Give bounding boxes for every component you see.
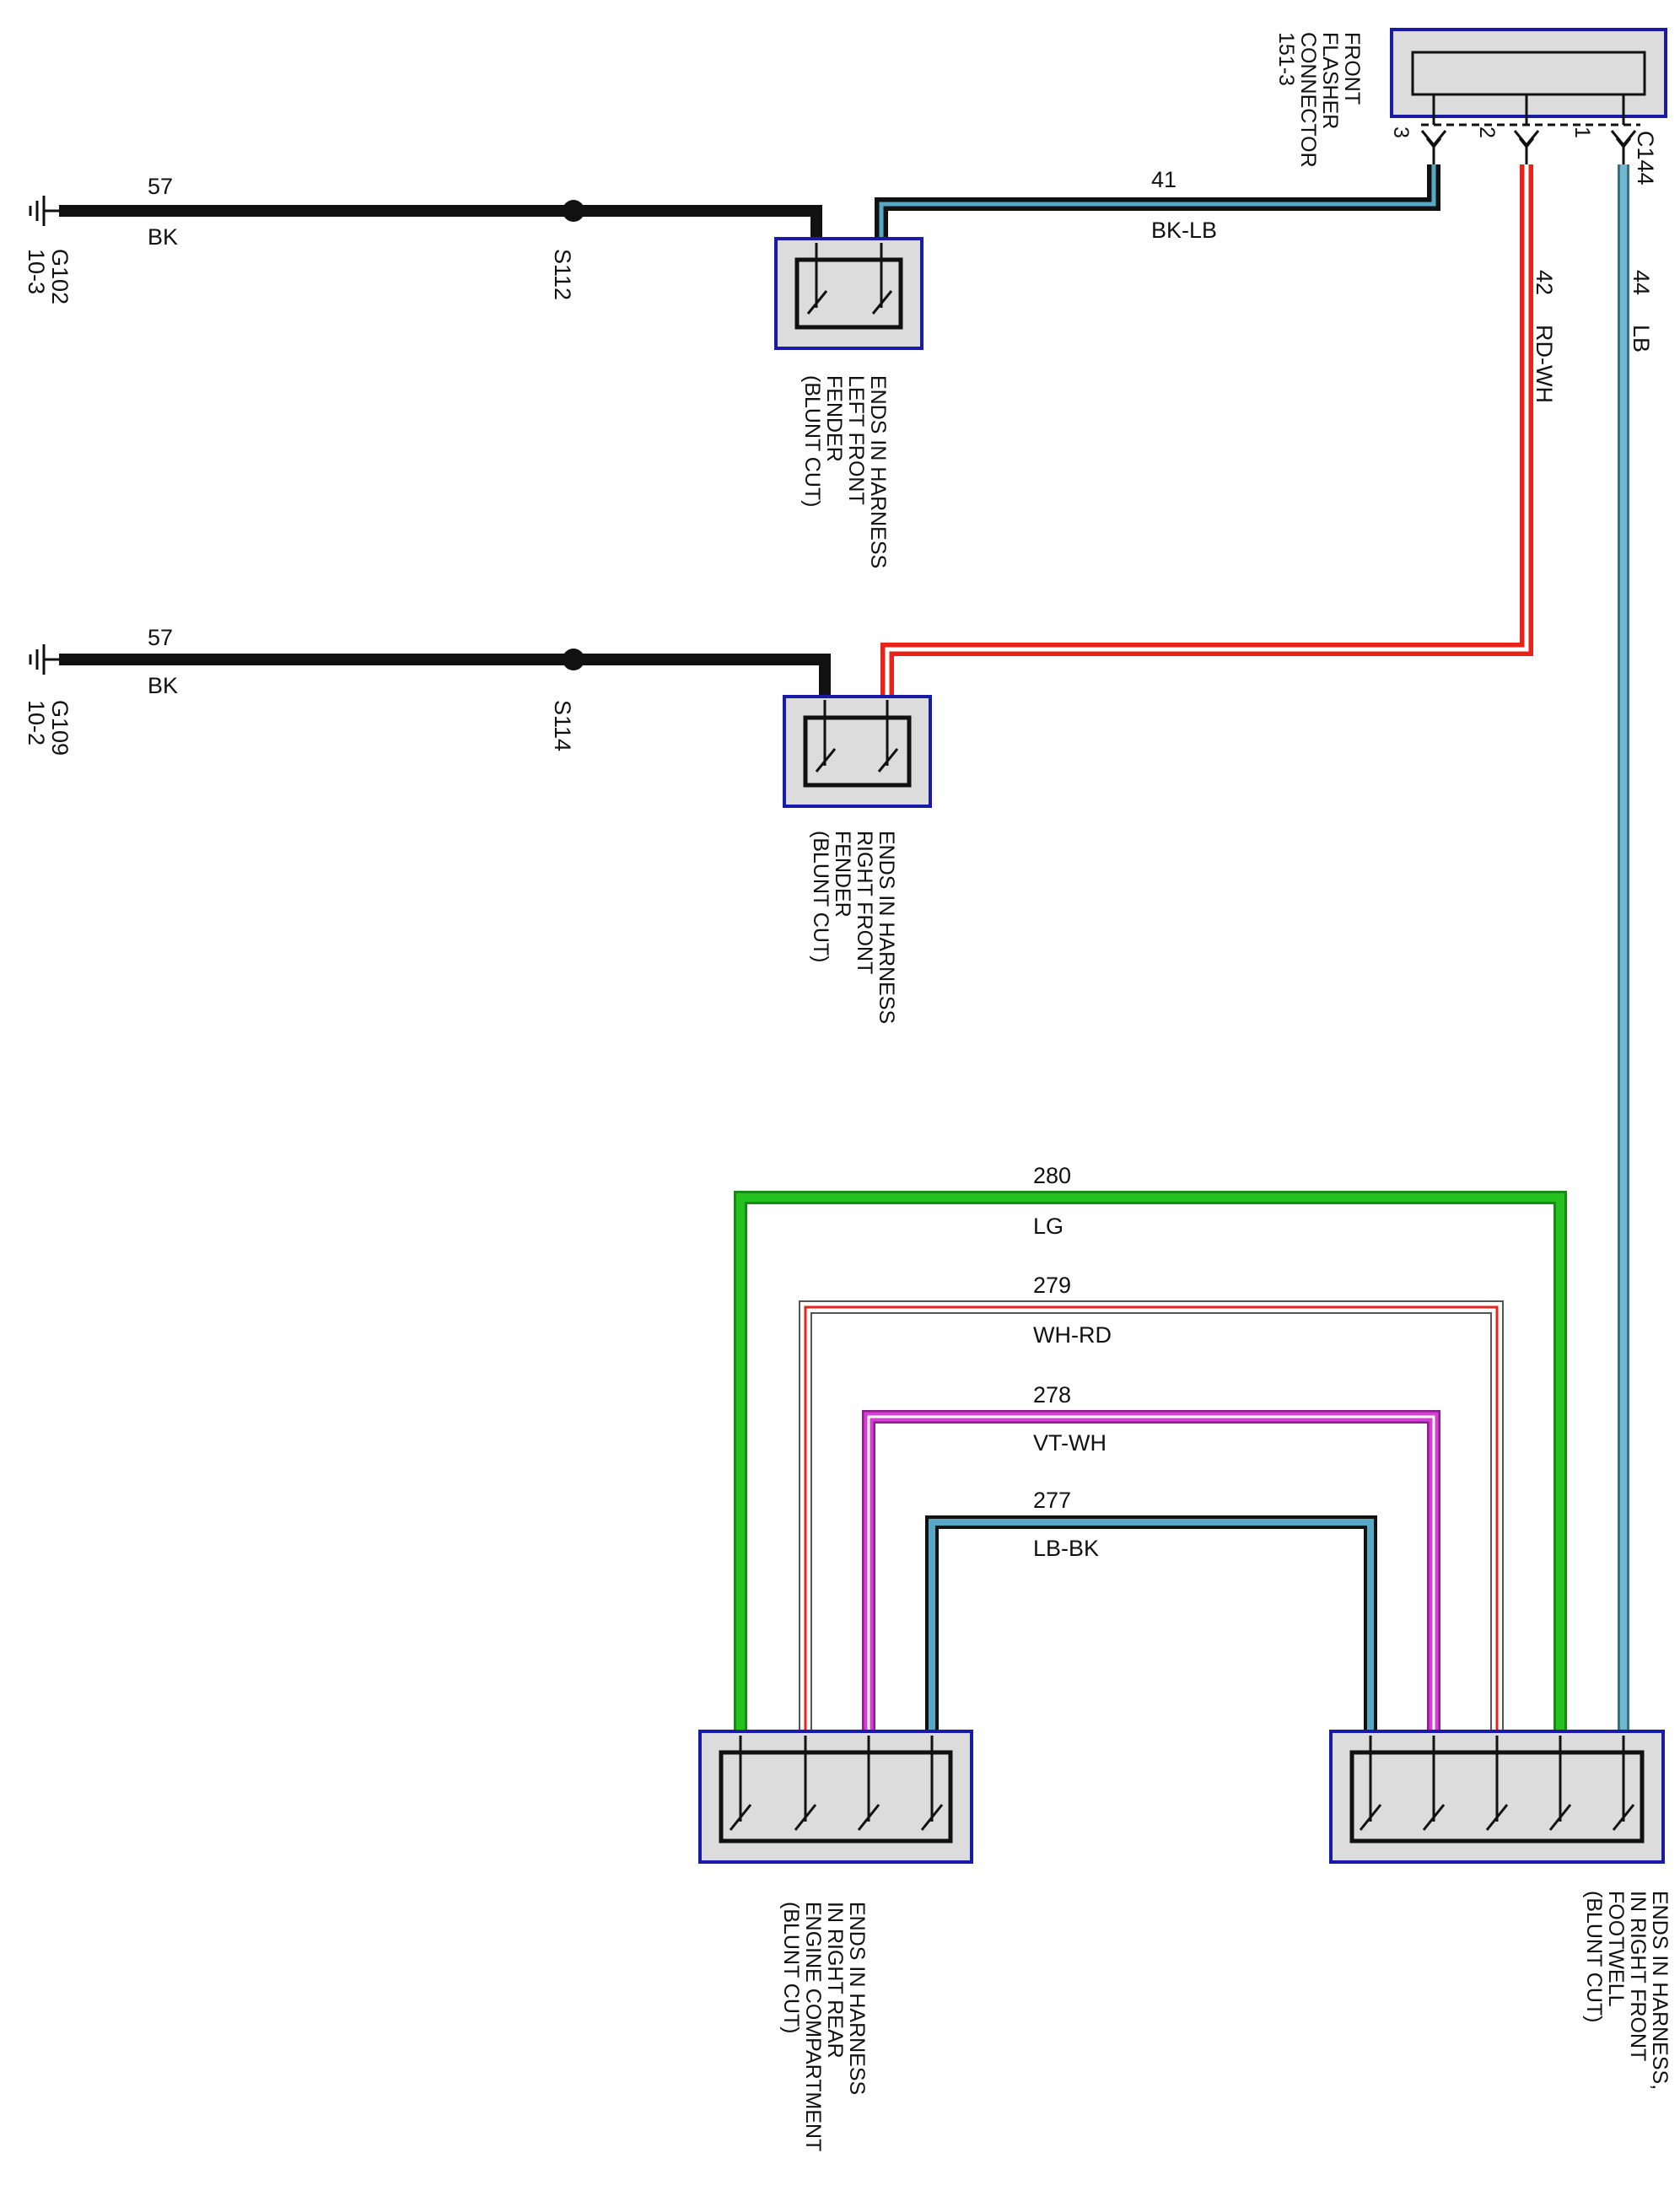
wire-44-circuit: 44 <box>1629 270 1654 295</box>
connector-id-label: C144 <box>1633 131 1658 186</box>
pin-3-terminal-icon <box>1420 130 1447 149</box>
wire-279-color: WH-RD <box>1033 1322 1112 1348</box>
connector-description-line-1: FRONT <box>1340 32 1364 105</box>
harness-end-left-front-fender <box>774 237 923 350</box>
wire-57-bottom-circuit: 57 <box>148 625 173 650</box>
lff-line-1: ENDS IN HARNESS <box>866 375 890 568</box>
lff-line-4: (BLUNT CUT) <box>800 375 824 507</box>
rff-line-4: (BLUNT CUT) <box>809 831 832 962</box>
splice-s114-label: S114 <box>550 700 575 751</box>
pin-3-label: 3 <box>1389 126 1413 138</box>
rfw-line-3: FOOTWELL <box>1604 1891 1628 2007</box>
rff-line-2: RIGHT FRONT <box>853 831 876 974</box>
connector-description: FRONT FLASHER CONNECTOR 151-3 <box>1274 32 1364 168</box>
ground-g109-ref: 10-2 <box>24 700 49 745</box>
rre-line-3: ENGINE COMPARTMENT <box>801 1902 825 2151</box>
rff-line-1: ENDS IN HARNESS <box>875 831 898 1024</box>
wire-280-color: LG <box>1033 1214 1063 1239</box>
harness-end-right-front-fender <box>783 695 932 808</box>
connector-description-line-4: 151-3 <box>1274 32 1298 86</box>
lff-line-3: FENDER <box>822 375 846 462</box>
splice-s112-label: S112 <box>550 249 575 300</box>
wire-41 <box>875 164 1440 243</box>
ground-g102-icon <box>29 196 59 226</box>
wire-277-circuit: 277 <box>1033 1488 1071 1513</box>
wire-277 <box>925 1515 1377 1736</box>
ground-g102-ref: 10-3 <box>24 249 49 294</box>
wire-277-color: LB-BK <box>1033 1536 1099 1561</box>
wire-278 <box>862 1410 1440 1736</box>
wire-280 <box>734 1191 1567 1736</box>
wire-57-bottom-color: BK <box>148 673 178 698</box>
harness-end-right-front-footwell <box>1329 1730 1665 1864</box>
wire-279 <box>799 1300 1504 1736</box>
pin-1-label: 1 <box>1570 126 1594 138</box>
wire-41-color: BK-LB <box>1151 218 1217 243</box>
splice-s112 <box>563 200 584 222</box>
pin-1-terminal-icon <box>1610 130 1637 149</box>
pin-2-label: 2 <box>1475 126 1499 138</box>
front-flasher-connector <box>1390 28 1667 164</box>
right-front-fender-description: ENDS IN HARNESS RIGHT FRONT FENDER (BLUN… <box>809 831 898 1024</box>
connector-description-line-3: CONNECTOR <box>1296 32 1320 168</box>
left-front-fender-description: ENDS IN HARNESS LEFT FRONT FENDER (BLUNT… <box>800 375 890 568</box>
wire-42-circuit: 42 <box>1532 270 1557 295</box>
rre-line-4: (BLUNT CUT) <box>779 1902 803 2033</box>
rfw-line-1: ENDS IN HARNESS, <box>1648 1891 1672 2090</box>
ground-g109-id: G109 <box>47 700 73 756</box>
rre-line-1: ENDS IN HARNESS <box>845 1902 869 2095</box>
connector-description-line-2: FLASHER <box>1318 32 1342 129</box>
right-rear-engine-description: ENDS IN HARNESS IN RIGHT REAR ENGINE COM… <box>779 1902 869 2151</box>
wire-44-color: LB <box>1629 325 1654 353</box>
harness-end-right-rear-engine <box>698 1730 973 1864</box>
right-front-footwell-description: ENDS IN HARNESS, IN RIGHT FRONT FOOTWELL… <box>1582 1891 1672 2090</box>
lff-line-2: LEFT FRONT <box>844 375 868 505</box>
wire-57-bottom <box>59 654 831 700</box>
wire-57-top-color: BK <box>148 224 178 250</box>
rfw-line-2: IN RIGHT FRONT <box>1626 1891 1650 2061</box>
splice-s114 <box>563 649 584 670</box>
rre-line-2: IN RIGHT REAR <box>823 1902 847 2059</box>
wire-57-top-circuit: 57 <box>148 174 173 199</box>
ground-g109-icon <box>29 644 59 675</box>
wire-41-circuit: 41 <box>1151 167 1177 192</box>
wire-42 <box>880 164 1533 700</box>
wire-42-color: RD-WH <box>1532 325 1557 403</box>
wire-280-circuit: 280 <box>1033 1163 1071 1188</box>
ground-g102-label: G102 10-3 <box>24 249 73 304</box>
rff-line-3: FENDER <box>831 831 854 918</box>
wire-278-color: VT-WH <box>1033 1430 1107 1456</box>
ground-g109-label: G109 10-2 <box>24 700 73 756</box>
wire-279-circuit: 279 <box>1033 1273 1071 1298</box>
wire-278-circuit: 278 <box>1033 1382 1071 1407</box>
wire-57-top <box>59 205 822 243</box>
pin-2-terminal-icon <box>1513 130 1540 149</box>
rfw-line-4: (BLUNT CUT) <box>1582 1891 1606 2022</box>
ground-g102-id: G102 <box>47 249 73 304</box>
